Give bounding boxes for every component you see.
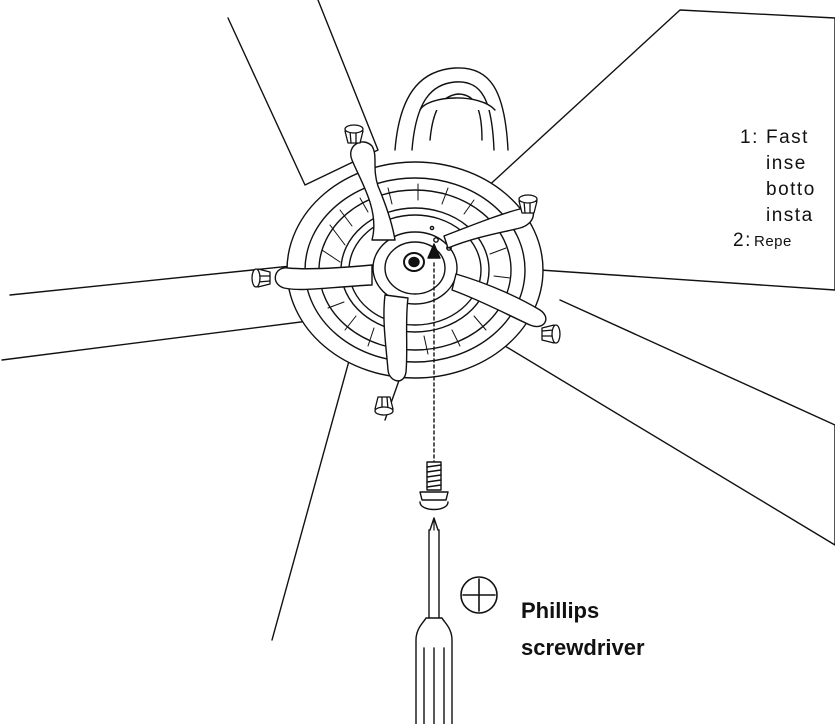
tool-label: Phillips screwdriver <box>521 598 645 660</box>
fan-blades <box>1 0 835 641</box>
blade-iron-top <box>350 141 396 241</box>
step-2-line-1: Repe <box>754 233 792 250</box>
blade-top-left <box>227 0 379 186</box>
step-1-line-3: botto <box>766 179 816 200</box>
blade-screws <box>251 124 561 416</box>
step-2-number: 2: <box>733 230 752 251</box>
blade-bottom-left <box>271 349 409 641</box>
step-1-number: 1: <box>740 127 759 148</box>
blade-iron-bottom <box>383 294 409 382</box>
step-1-line-4: insta <box>766 205 814 226</box>
blade-irons <box>274 141 547 382</box>
blade-iron-left <box>274 264 373 291</box>
blade-iron-right-bottom <box>451 273 547 328</box>
loose-screw <box>419 461 449 511</box>
step-1-line-2: inse <box>766 153 807 174</box>
blade-right-bottom <box>494 299 835 546</box>
instruction-steps: 1: Fast inse botto insta 2: Repe <box>733 127 816 251</box>
tool-label-line-2: screwdriver <box>521 635 645 660</box>
step-1-line-1: Fast <box>766 127 809 148</box>
blade-right-top <box>434 9 835 291</box>
phillips-head-icon <box>460 576 498 614</box>
tool-label-line-1: Phillips <box>521 598 599 623</box>
phillips-screwdriver <box>415 517 453 724</box>
insertion-arrow <box>427 243 441 471</box>
